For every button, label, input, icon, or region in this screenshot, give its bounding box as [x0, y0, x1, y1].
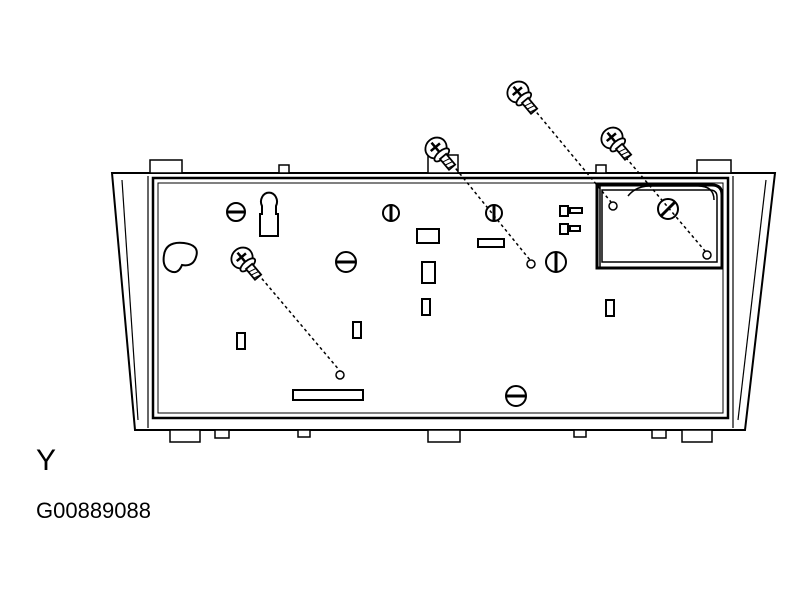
- meter-housing: [110, 172, 777, 431]
- slotted-screw-icon: [485, 204, 503, 222]
- screw-holes: [335, 201, 712, 380]
- screw-icon: [424, 136, 457, 171]
- bottom-tabs: [169, 429, 713, 443]
- figure-code: G00889088: [36, 498, 151, 523]
- panel-features: [162, 191, 279, 274]
- screw-hole-icon: [608, 201, 618, 211]
- screw-icon: [600, 126, 633, 161]
- screw-hole-icon: [702, 250, 712, 260]
- slotted-screw-icon: [657, 198, 679, 220]
- slotted-screw-icon: [226, 202, 246, 222]
- screws: [230, 80, 633, 281]
- screw-icon: [506, 80, 539, 115]
- view-label: Y: [36, 444, 57, 477]
- screw-hole-icon: [526, 259, 536, 269]
- leader-lines: [257, 107, 706, 372]
- slotted-screw-icon: [335, 251, 357, 273]
- screw-icon: [230, 246, 263, 281]
- slotted-screw-icon: [382, 204, 400, 222]
- circuit-subpanel: [595, 183, 724, 270]
- screw-hole-icon: [335, 370, 345, 380]
- slotted-screw-icon: [545, 251, 567, 273]
- rear-panel: [151, 176, 730, 420]
- bulb-socket: [162, 241, 198, 274]
- keyhole-socket: [259, 191, 279, 237]
- panel-openings: [236, 205, 615, 401]
- slotted-screw-icon: [505, 385, 527, 407]
